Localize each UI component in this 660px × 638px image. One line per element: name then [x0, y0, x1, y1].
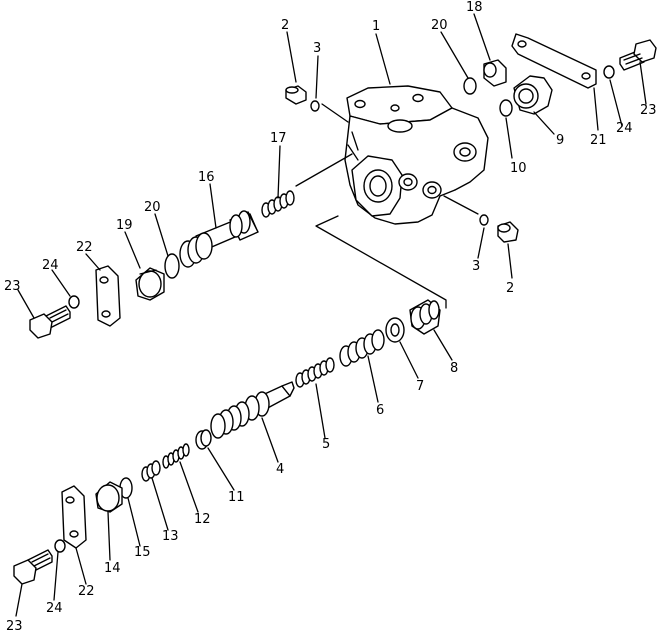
- label-part-5: 5: [322, 437, 330, 452]
- o-ring-3-right: [479, 214, 489, 226]
- label-part-24-middle: 24: [42, 258, 59, 273]
- bolt-23-top: [619, 39, 657, 71]
- label-part-11: 11: [228, 490, 245, 505]
- label-part-20-top: 20: [431, 18, 448, 33]
- label-part-6: 6: [376, 403, 384, 418]
- label-part-22-bottom: 22: [78, 584, 95, 599]
- bolt-23-middle: [29, 305, 71, 339]
- spring-6: [339, 329, 385, 367]
- o-ring-20-top: [463, 77, 477, 95]
- label-part-2-right: 2: [506, 281, 514, 296]
- assembly-axis-lines: [295, 103, 479, 309]
- plug-2-top: [285, 85, 307, 105]
- label-part-17: 17: [270, 131, 287, 146]
- label-part-10: 10: [510, 161, 527, 176]
- plate-22-middle: [95, 265, 121, 327]
- label-part-23-middle: 23: [4, 279, 21, 294]
- plug-18: [483, 59, 507, 87]
- collar-11: [195, 429, 212, 450]
- spring-5: [295, 357, 335, 388]
- label-part-19: 19: [116, 218, 133, 233]
- washer-7: [385, 317, 405, 343]
- label-part-12: 12: [194, 512, 211, 527]
- label-part-18: 18: [466, 0, 483, 15]
- stop-8: [409, 299, 441, 335]
- label-part-7: 7: [416, 379, 424, 394]
- label-part-3-top: 3: [313, 41, 321, 56]
- spring-12: [162, 443, 190, 469]
- label-part-2-top: 2: [281, 18, 289, 33]
- plug-2-right: [497, 221, 519, 243]
- label-part-13: 13: [162, 529, 179, 544]
- label-part-8: 8: [450, 361, 458, 376]
- o-ring-10: [499, 99, 513, 117]
- part-labels: 1 2 3 20 18 9 10 21 24 23 3 2 17 16 20 1…: [4, 0, 657, 634]
- label-part-1: 1: [372, 19, 380, 34]
- valve-body-1: [344, 85, 489, 225]
- spring-17: [261, 190, 295, 218]
- o-ring-3-top: [310, 100, 320, 112]
- spool-4: [210, 381, 295, 439]
- label-part-23-bottom: 23: [6, 619, 23, 634]
- label-part-24-bottom: 24: [46, 601, 63, 616]
- label-part-23-top: 23: [640, 103, 657, 118]
- label-part-9: 9: [556, 133, 564, 148]
- washer-24-middle: [68, 295, 80, 309]
- leader-lines: [15, 13, 647, 617]
- label-part-16: 16: [198, 170, 215, 185]
- label-part-20-middle: 20: [144, 200, 161, 215]
- label-part-4: 4: [276, 462, 284, 477]
- washer-24-bottom: [54, 539, 66, 553]
- label-part-15: 15: [134, 545, 151, 560]
- label-part-3-right: 3: [472, 259, 480, 274]
- label-part-21: 21: [590, 133, 607, 148]
- plug-19: [135, 267, 165, 301]
- spring-13: [141, 460, 161, 482]
- spool-16: [179, 210, 259, 268]
- o-ring-20-middle: [164, 253, 180, 279]
- bolt-23-bottom: [13, 549, 53, 585]
- plate-21: [511, 33, 597, 89]
- label-part-14: 14: [104, 561, 121, 576]
- label-part-22-middle: 22: [76, 240, 93, 255]
- plate-22-bottom: [61, 485, 87, 549]
- washer-24-top: [603, 65, 615, 79]
- plug-14: [95, 481, 123, 513]
- label-part-24-top: 24: [616, 121, 633, 136]
- plug-9: [513, 75, 553, 115]
